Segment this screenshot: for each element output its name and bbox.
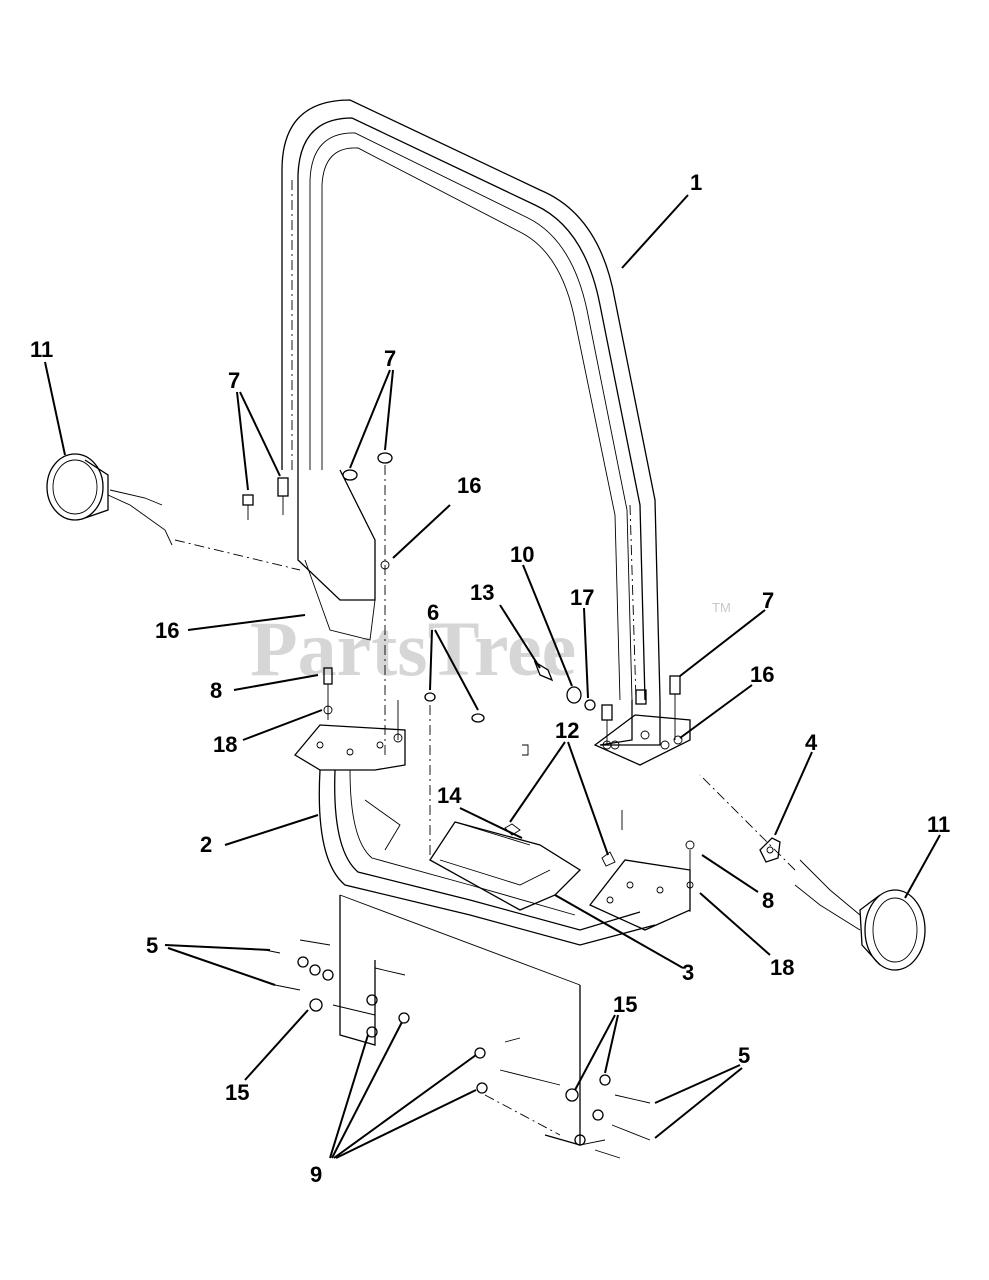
right-mount-plate bbox=[593, 714, 691, 766]
callout-5-right: 5 bbox=[738, 1043, 750, 1068]
callout-16-top: 16 bbox=[457, 473, 481, 498]
leader-lines bbox=[44, 194, 941, 1159]
callout-6: 6 bbox=[427, 600, 439, 625]
callout-8-right: 8 bbox=[762, 888, 774, 913]
callout-7-right: 7 bbox=[762, 588, 774, 613]
callout-17: 17 bbox=[570, 585, 594, 610]
right-step-plate bbox=[588, 859, 691, 931]
callout-11-left: 11 bbox=[30, 337, 53, 362]
callout-15-left: 15 bbox=[225, 1080, 249, 1105]
callout-1: 1 bbox=[690, 170, 702, 195]
work-light-left bbox=[46, 453, 301, 571]
callout-18-left: 18 bbox=[213, 732, 237, 757]
callout-16-left: 16 bbox=[155, 618, 179, 643]
callout-14: 14 bbox=[437, 783, 462, 808]
roll-bar-hoop bbox=[281, 99, 661, 746]
watermark-trademark: TM bbox=[712, 600, 731, 615]
callout-7-top-left: 7 bbox=[228, 368, 240, 393]
clip bbox=[759, 837, 781, 863]
callout-9: 9 bbox=[310, 1162, 322, 1187]
floor-plate bbox=[429, 821, 582, 911]
callout-4: 4 bbox=[805, 730, 818, 755]
left-mount-plate bbox=[294, 724, 406, 771]
callout-7-top-center: 7 bbox=[384, 346, 396, 371]
callout-10: 10 bbox=[510, 542, 534, 567]
work-light-right bbox=[699, 774, 926, 971]
lower-left-bracket bbox=[339, 894, 581, 1046]
callout-5-left: 5 bbox=[146, 933, 158, 958]
callout-8-left: 8 bbox=[210, 678, 222, 703]
callout-11-right: 11 bbox=[927, 812, 950, 837]
callout-labels: 1 11 7 7 16 16 8 18 6 13 10 17 7 16 12 4… bbox=[30, 170, 950, 1187]
callout-2: 2 bbox=[200, 832, 212, 857]
lower-frame bbox=[318, 769, 656, 946]
callout-12: 12 bbox=[555, 718, 579, 743]
lower-right-bracket bbox=[544, 985, 606, 1146]
callout-3: 3 bbox=[682, 960, 694, 985]
hardware-middle bbox=[323, 660, 695, 912]
bolts-top-left bbox=[242, 452, 393, 755]
callout-18-right: 18 bbox=[770, 955, 794, 980]
callout-16-right: 16 bbox=[750, 662, 774, 687]
callout-13: 13 bbox=[470, 580, 494, 605]
hardware-lower-right bbox=[474, 1037, 651, 1159]
callout-15-right: 15 bbox=[613, 992, 637, 1017]
hardware-lower-left bbox=[264, 939, 410, 1038]
